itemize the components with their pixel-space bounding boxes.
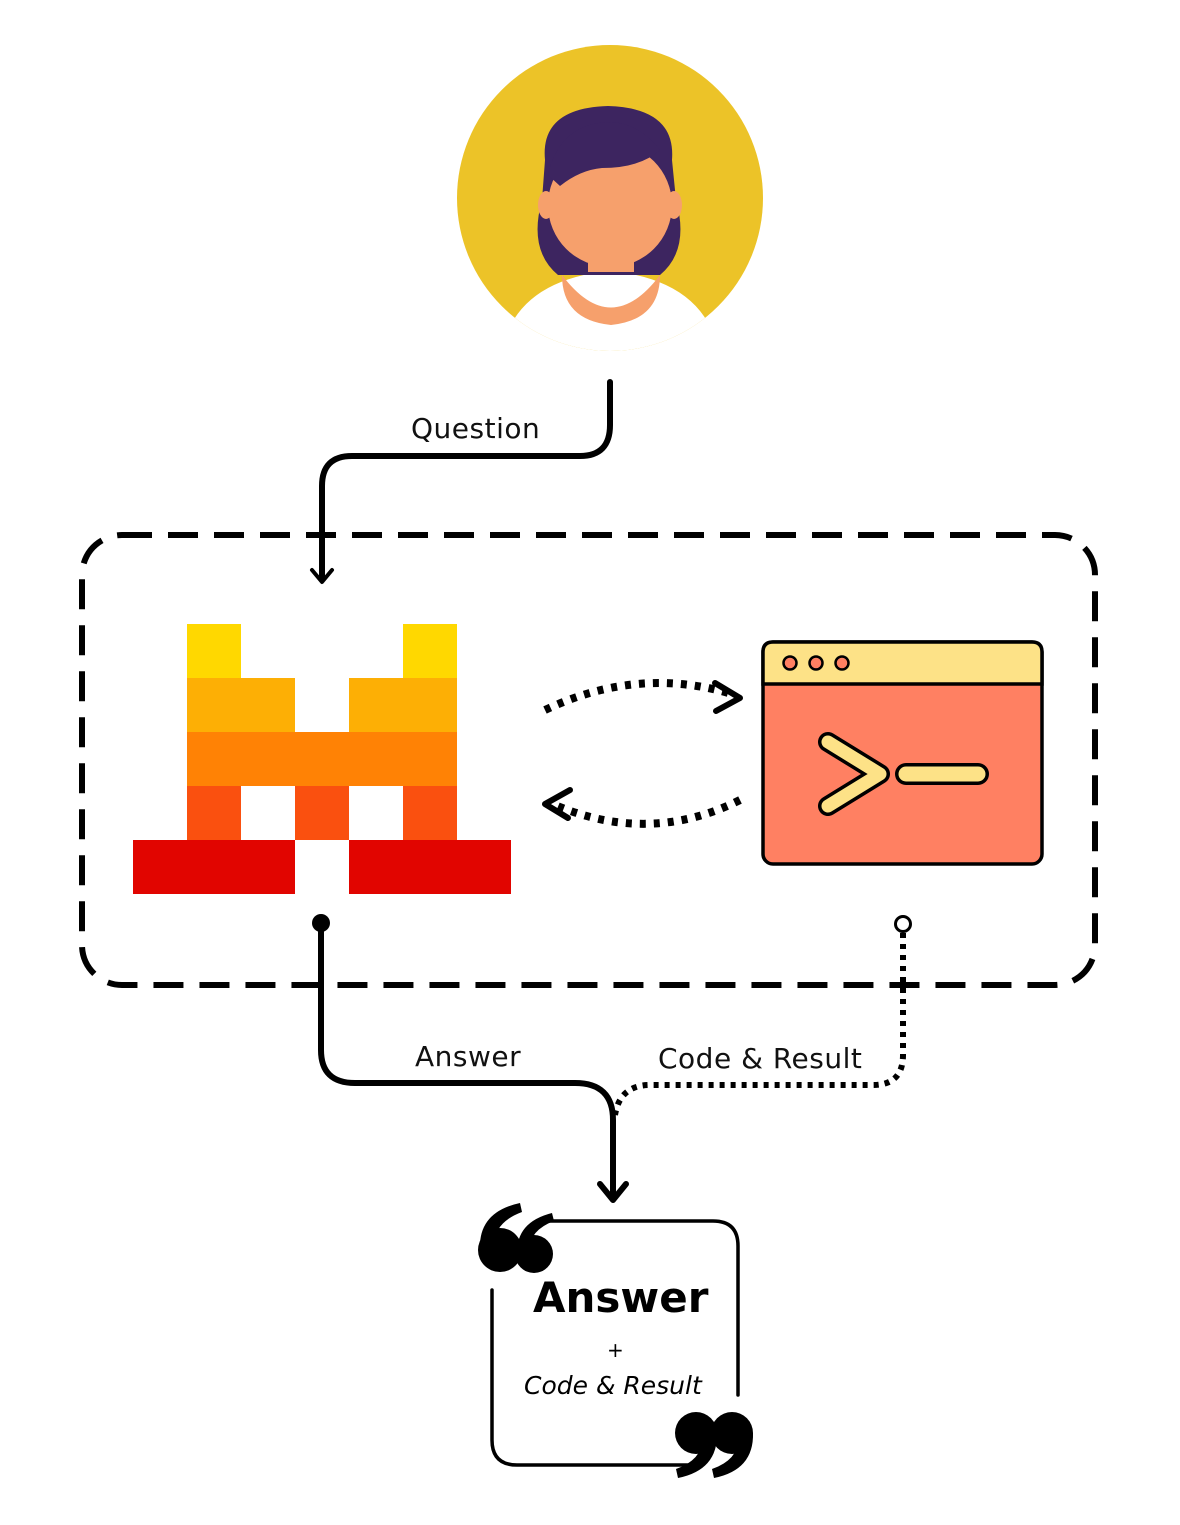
code-result-start-dot [894,915,912,933]
user-avatar-icon [457,45,763,351]
answer-arrow-line [318,920,616,1199]
answer-arrow-head [597,1181,629,1203]
return-result-arrow-head [542,787,573,821]
output-card-subtitle: Code & Result [524,1371,702,1400]
question-arrow-head [310,568,334,584]
send-code-arrow [543,679,737,714]
close-quote-icon [675,1412,754,1478]
code-result-arrow-line [612,933,906,1116]
open-quote-icon [478,1203,554,1273]
output-card-title: Answer [533,1273,709,1322]
send-code-arrow-head [712,680,743,714]
code-result-label: Code & Result [658,1042,863,1075]
question-arrow-line [319,379,613,581]
terminal-window-icon [761,640,1044,866]
answer-label: Answer [415,1040,522,1073]
return-result-arrow [553,796,742,828]
output-card-frame [490,1219,740,1467]
question-label: Question [411,412,541,445]
mistral-logo-icon [133,624,511,894]
output-card-plus: + [607,1338,624,1362]
agent-boundary-box [79,532,1098,988]
avatar-fringe [548,122,660,186]
